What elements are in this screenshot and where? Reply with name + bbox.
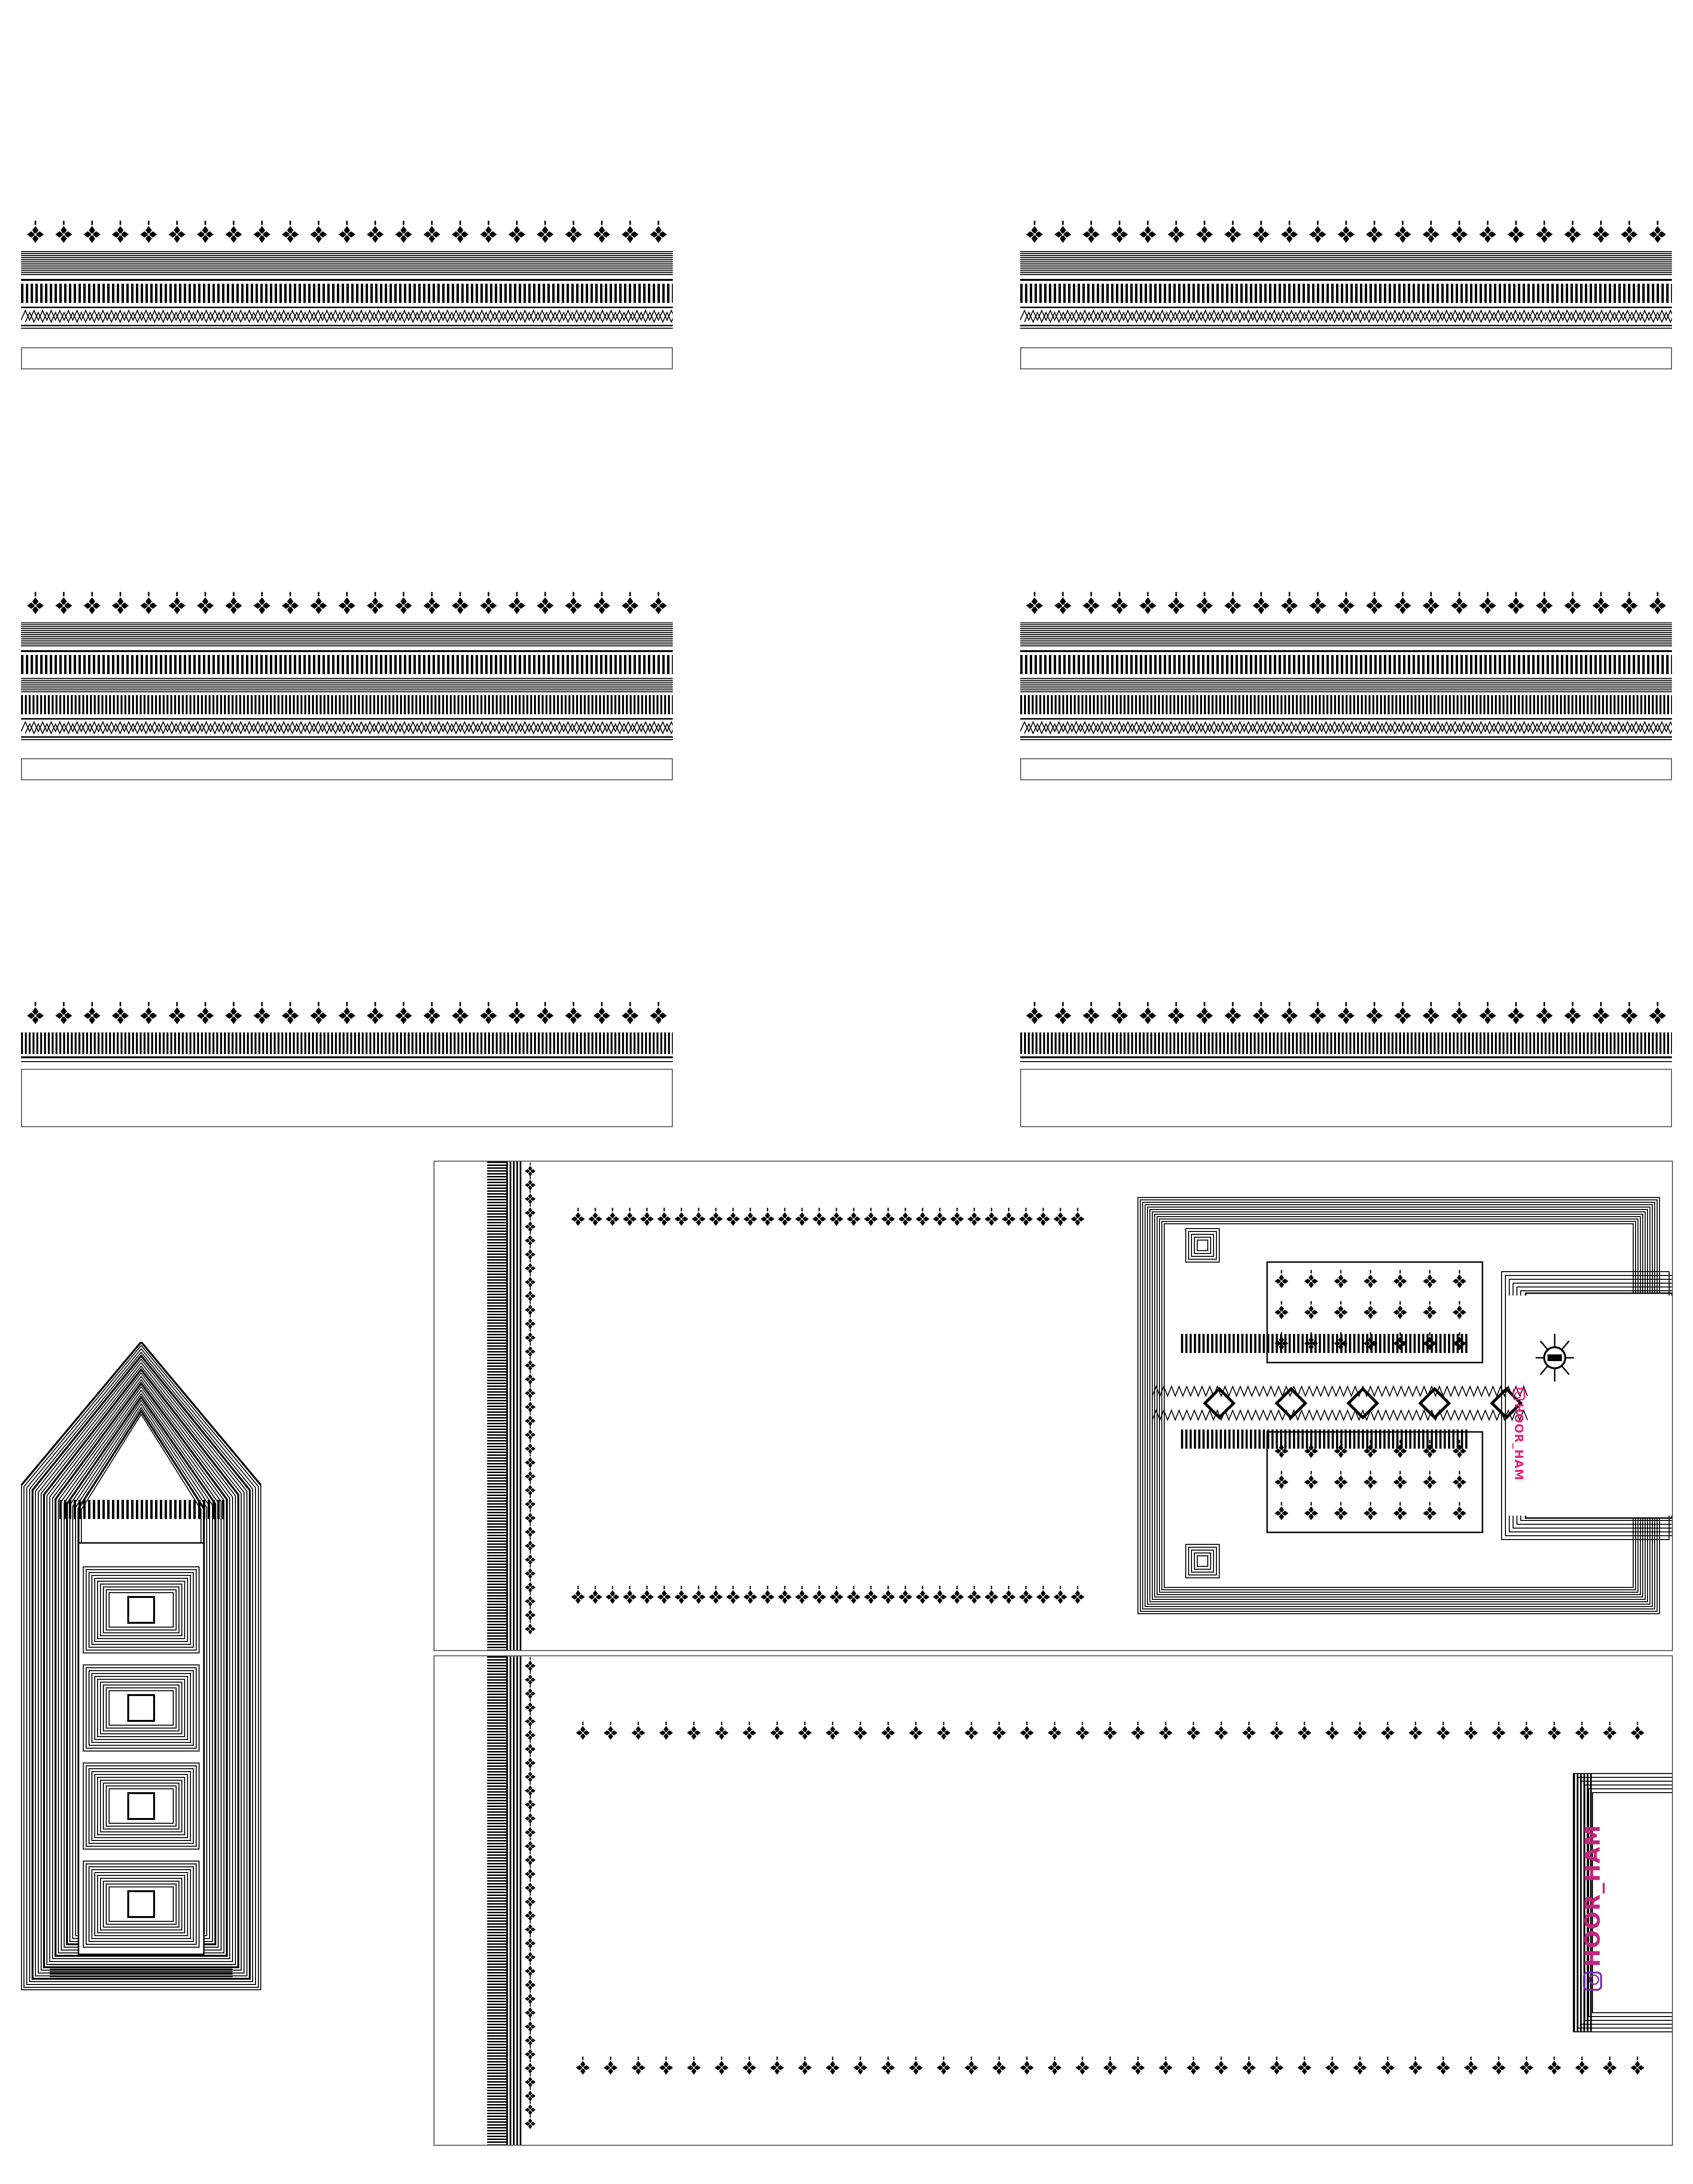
border-strip-middle-left bbox=[21, 587, 673, 781]
instagram-icon bbox=[1513, 1388, 1525, 1401]
brand-handle-text: HOOR_HAM bbox=[1580, 1824, 1605, 1967]
front-pattern bbox=[487, 1162, 1672, 1650]
strip-pattern bbox=[21, 221, 673, 369]
strip-pattern bbox=[21, 1002, 673, 1127]
brand-handle-vertical: HOOR_HAM bbox=[1509, 1384, 1528, 1485]
strip-pattern bbox=[21, 592, 673, 780]
back-panel: HOOR_HAM bbox=[434, 1655, 1673, 2146]
border-strip-bottom-left bbox=[21, 997, 673, 1128]
border-strip-top-right bbox=[1020, 215, 1672, 370]
brand-handle-text: HOOR_HAM bbox=[1512, 1403, 1526, 1481]
sunburst-logo-icon bbox=[1533, 1331, 1576, 1384]
cuff-panel bbox=[21, 1342, 261, 1990]
cuff-pattern bbox=[21, 1342, 261, 1990]
border-strip-middle-right bbox=[1020, 587, 1672, 781]
front-panel: HOOR_HAM bbox=[434, 1161, 1673, 1651]
front-brand-label: HOOR_HAM bbox=[1509, 1327, 1581, 1489]
back-brand-label: HOOR_HAM bbox=[1573, 1812, 1612, 1994]
instagram-icon bbox=[1583, 1972, 1602, 1991]
strip-pattern bbox=[1020, 1002, 1672, 1127]
back-pattern bbox=[487, 1656, 1672, 2145]
strip-pattern bbox=[1020, 221, 1672, 369]
strip-pattern bbox=[1020, 592, 1672, 780]
border-strip-top-left bbox=[21, 215, 673, 370]
border-strip-bottom-right bbox=[1020, 997, 1672, 1128]
